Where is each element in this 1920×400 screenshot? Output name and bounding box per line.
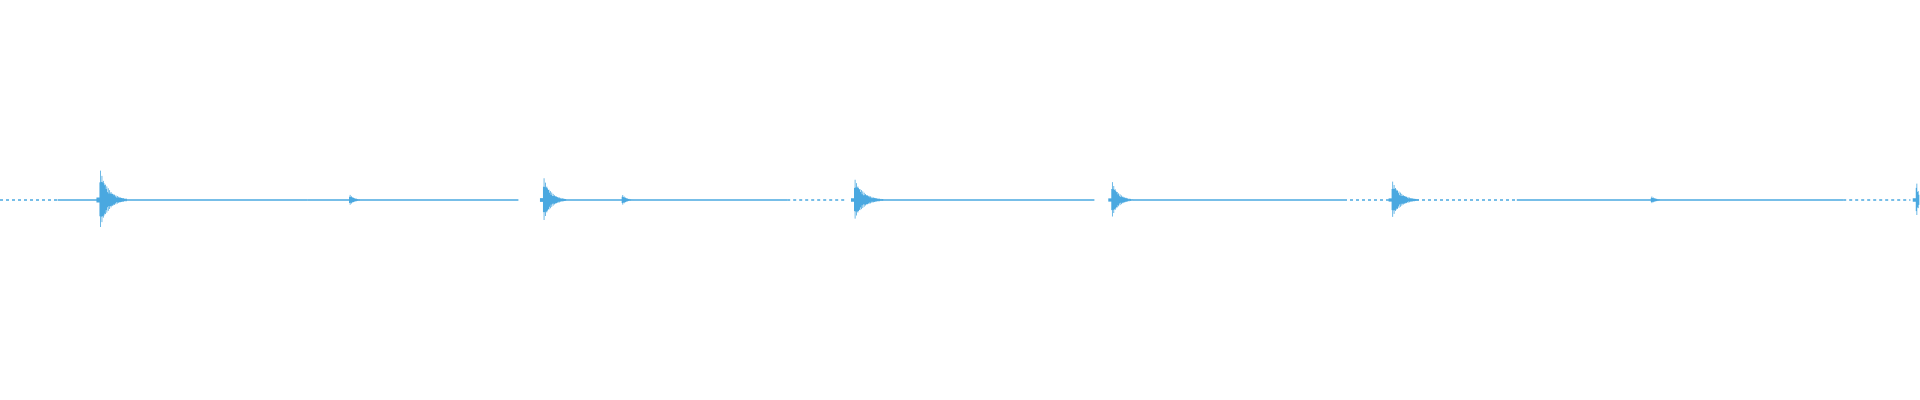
transient-burst-6 <box>1388 181 1419 217</box>
waveform-transient-1 <box>346 194 365 205</box>
transient-burst-1 <box>346 194 365 205</box>
transient-burst-2 <box>539 178 567 220</box>
waveform-transient-5 <box>1108 182 1134 217</box>
transient-burst-3 <box>618 194 636 205</box>
transient-burst-4 <box>851 179 884 219</box>
waveform-transient-2 <box>539 178 567 220</box>
transient-burst-5 <box>1108 182 1134 217</box>
waveform-transient-3 <box>618 194 636 205</box>
transient-burst-7 <box>1647 196 1667 204</box>
waveform-transient-6 <box>1388 181 1419 217</box>
transient-burst-0 <box>96 170 127 227</box>
waveform-transient-7 <box>1647 196 1667 204</box>
waveform-transient-0 <box>96 170 127 227</box>
waveform-transients <box>96 170 1920 227</box>
waveform-transient-4 <box>851 179 884 219</box>
waveform-transient-8 <box>1912 183 1920 216</box>
transient-burst-8 <box>1912 183 1920 216</box>
